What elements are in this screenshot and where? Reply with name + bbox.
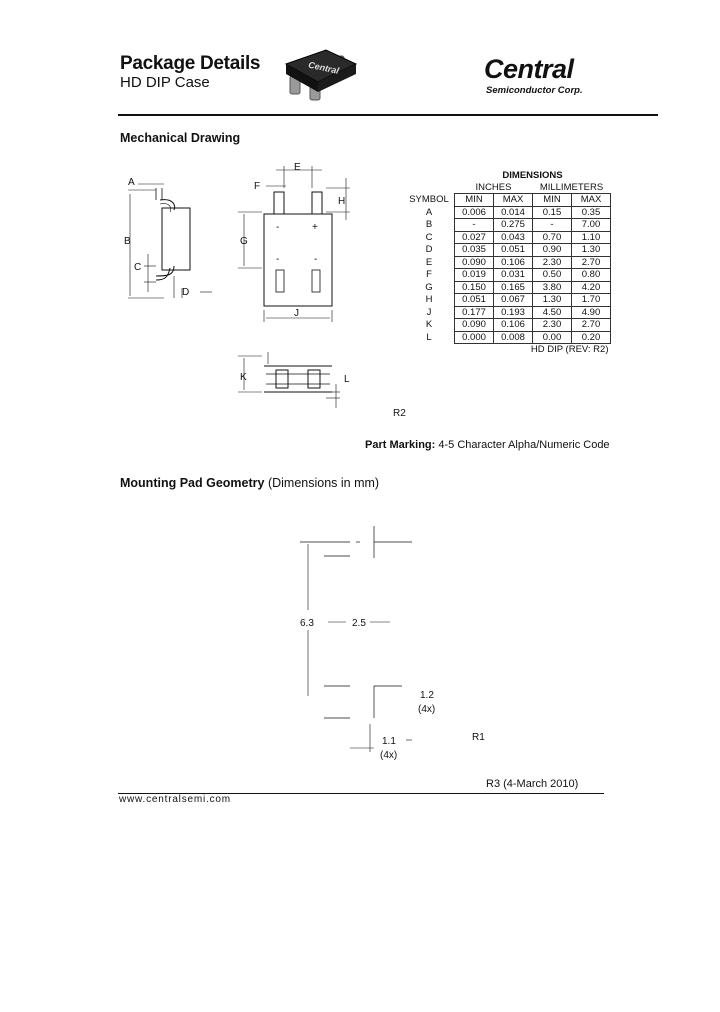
pad-geometry [300, 526, 412, 752]
footer-divider [118, 793, 604, 794]
mounting-pad-title: Mounting Pad Geometry [120, 476, 265, 490]
pin-minus-1: - [276, 222, 279, 233]
front-view [238, 166, 350, 322]
col-header-in-min: MIN [454, 193, 494, 207]
label-B: B [124, 236, 131, 247]
dim-spacing: 2.5 [352, 618, 366, 629]
part-marking-value: 4-5 Character Alpha/Numeric Code [438, 439, 610, 451]
table-row: C 0.027 0.043 0.70 1.10 [404, 230, 611, 244]
mechanical-drawing: A B C D E F G H J - + - - [124, 162, 350, 408]
dim-pad-height-count: (4x) [418, 704, 435, 715]
chip-side-left [286, 64, 318, 92]
col-header-mm-min: MIN [532, 193, 572, 207]
col-header-in-max: MAX [493, 193, 533, 207]
symbol-header: SYMBOL [409, 194, 449, 206]
page-title: Package Details [120, 53, 261, 74]
table-row: F 0.019 0.031 0.50 0.80 [404, 268, 611, 282]
mounting-pad-drawing: 6.3 2.5 1.2 (4x) 1.1 (4x) [300, 526, 435, 761]
mechanical-drawing-heading: Mechanical Drawing [120, 131, 241, 145]
millimeters-group-header: MILLIMETERS [532, 181, 611, 194]
inches-group-header: INCHES [454, 181, 533, 194]
mounting-pad-note: (Dimensions in mm) [267, 476, 380, 490]
label-G: G [240, 236, 248, 247]
table-row: E 0.090 0.106 2.30 2.70 [404, 255, 611, 269]
pin-minus-2: - [276, 254, 279, 265]
table-row: J 0.177 0.193 4.50 4.90 [404, 305, 611, 319]
dim-pad-width: 1.1 [382, 736, 396, 747]
bottom-view [238, 352, 340, 408]
table-row: A 0.006 0.014 0.15 0.35 [404, 205, 611, 219]
table-row: K 0.090 0.106 2.30 2.70 [404, 318, 611, 332]
col-header-mm-max: MAX [571, 193, 611, 207]
company-logo-subtitle: Semiconductor Corp. [486, 85, 583, 96]
label-C: C [134, 262, 141, 273]
label-A: A [128, 177, 135, 188]
part-marking-label: Part Marking: [365, 439, 436, 451]
dim-pad-height: 1.2 [420, 690, 434, 701]
table-row: D 0.035 0.051 0.90 1.30 [404, 243, 611, 257]
table-row: B - 0.275 - 7.00 [404, 218, 611, 232]
table-row: H 0.051 0.067 1.30 1.70 [404, 293, 611, 307]
dim-pad-width-count: (4x) [380, 750, 397, 761]
part-marking: Part Marking: 4-5 Character Alpha/Numeri… [365, 439, 610, 451]
document-revision: R3 (4-March 2010) [486, 778, 579, 790]
mounting-pad-heading: Mounting Pad Geometry (Dimensions in mm) [120, 476, 379, 490]
dimensions-table: DIMENSIONS INCHES MILLIMETERS SYMBOL MIN… [404, 170, 611, 356]
side-view [128, 183, 212, 299]
footer-url[interactable]: www.centralsemi.com [119, 794, 231, 805]
company-logo: Central [484, 54, 574, 84]
label-H: H [338, 196, 345, 207]
mechanical-revision-mark: R2 [393, 408, 406, 419]
pin-plus-1: + [312, 222, 318, 233]
dim-height: 6.3 [300, 618, 314, 629]
label-K: K [240, 372, 247, 383]
dimensions-caption: HD DIP (REV: R2) [530, 344, 609, 356]
label-L: L [344, 374, 350, 385]
dimensions-title: DIMENSIONS [502, 170, 563, 182]
page-subtitle: HD DIP Case [120, 74, 210, 91]
package-photo: Central [284, 49, 358, 101]
chip-side-right [318, 64, 356, 92]
mounting-revision-mark: R1 [472, 732, 485, 743]
dimensions-table-container: DIMENSIONS INCHES MILLIMETERS SYMBOL MIN… [404, 170, 611, 356]
pin-minus-3: - [314, 254, 317, 265]
table-row: G 0.150 0.165 3.80 4.20 [404, 280, 611, 294]
label-D: D [182, 287, 189, 298]
label-F: F [254, 181, 260, 192]
table-row: L 0.000 0.008 0.00 0.20 [404, 330, 611, 344]
label-J: J [294, 308, 299, 319]
label-E: E [294, 162, 301, 173]
header-divider [118, 114, 658, 116]
